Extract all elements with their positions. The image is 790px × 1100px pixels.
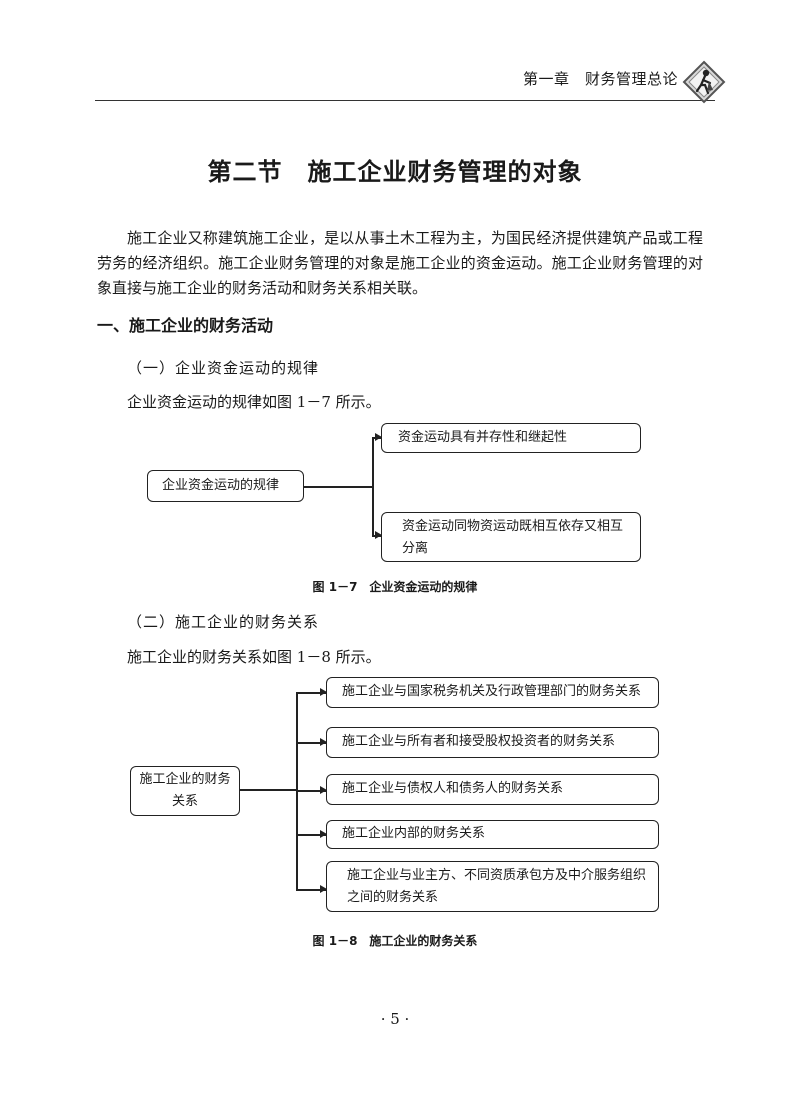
lead-figure-1-7: 企业资金运动的规律如图 1－7 所示。 [127,393,381,411]
running-title: 第一章 财务管理总论 [522,70,678,88]
diagram-branch-box: 施工企业与国家税务机关及行政管理部门的财务关系 [326,677,659,708]
diagram-branch-box: 施工企业与业主方、不同资质承包方及中介服务组织之间的财务关系 [326,861,659,912]
header-rule [95,100,715,101]
subheading-financial-relations: （二）施工企业的财务关系 [127,613,320,631]
connector-line [296,889,326,891]
arrow-icon [320,885,327,893]
section-title: 第二节 施工企业财务管理的对象 [207,158,583,186]
arrow-icon [320,738,327,746]
figure-caption: 图 1－8 施工企业的财务关系 [312,934,478,948]
connector-line [304,486,372,488]
arrow-icon [320,830,327,838]
running-header: 第一章 财务管理总论 [0,60,790,104]
arrow-icon [375,433,382,441]
diagram-root-box: 企业资金运动的规律 [147,470,304,502]
connector-line [372,437,374,536]
page-number: · 5 · [380,1010,410,1028]
intro-paragraph: 施工企业又称建筑施工企业，是以从事土木工程为主，为国民经济提供建筑产品或工程劳务… [97,229,703,297]
connector-line [296,692,326,694]
diagram-branch-box: 施工企业内部的财务关系 [326,820,659,849]
arrow-icon [320,688,327,696]
construction-worker-diamond-icon [682,60,726,104]
diagram-branch-box: 资金运动同物资运动既相互依存又相互分离 [381,512,641,562]
connector-line [296,742,326,744]
diagram-branch-box: 施工企业与所有者和接受股权投资者的财务关系 [326,727,659,758]
lead-figure-1-8: 施工企业的财务关系如图 1－8 所示。 [127,648,381,666]
diagram-root-box: 施工企业的财务关系 [130,766,240,816]
connector-line [296,834,326,836]
connector-line [296,790,326,792]
diagram-branch-box: 施工企业与债权人和债务人的财务关系 [326,774,659,805]
connector-line [240,789,296,791]
arrow-icon [320,786,327,794]
heading-financial-activities: 一、施工企业的财务活动 [97,316,274,335]
subheading-capital-movement: （一）企业资金运动的规律 [127,359,320,377]
arrow-icon [375,531,382,539]
diagram-branch-box: 资金运动具有并存性和继起性 [381,423,641,453]
figure-caption: 图 1－7 企业资金运动的规律 [312,580,478,594]
